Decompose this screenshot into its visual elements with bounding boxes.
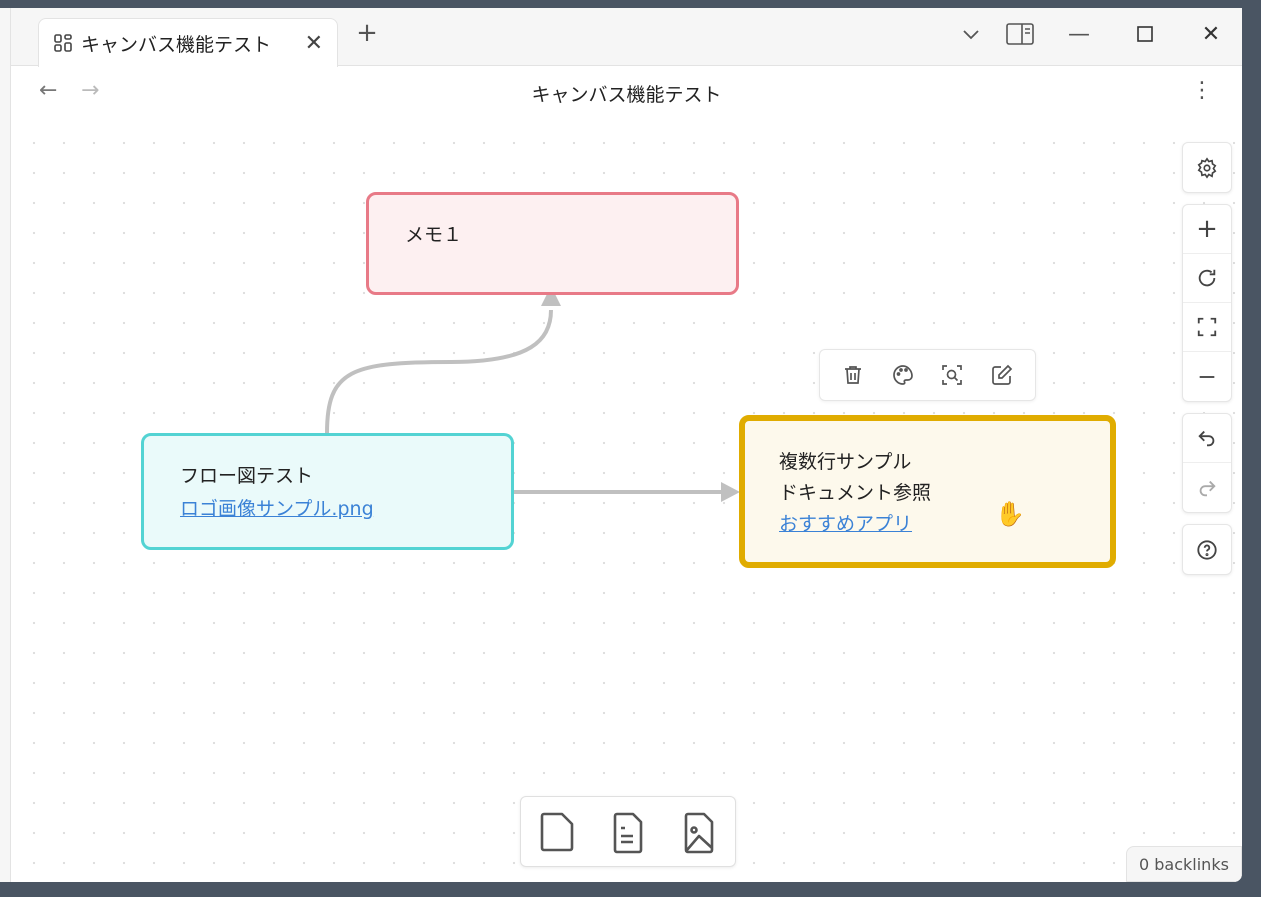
tab-title: キャンバス機能テスト — [81, 33, 272, 56]
tab-canvas[interactable]: キャンバス機能テスト ✕ — [38, 18, 338, 67]
zoom-in-icon[interactable]: + — [1183, 205, 1231, 254]
trash-icon[interactable] — [841, 363, 865, 387]
add-card-toolbar — [520, 796, 736, 867]
view-header: ← → キャンバス機能テスト ⋮ — [11, 66, 1242, 120]
toggle-sidebar-icon[interactable] — [1004, 22, 1036, 46]
tab-list-chevron-down-icon[interactable] — [955, 22, 987, 46]
node-text-line: 複数行サンプル — [779, 451, 912, 473]
help-group — [1182, 524, 1232, 575]
edge-arrowhead — [541, 286, 561, 306]
redo-icon[interactable] — [1183, 463, 1231, 512]
more-options-icon[interactable]: ⋮ — [1191, 78, 1213, 103]
blank-card-icon[interactable] — [536, 810, 578, 854]
hand-cursor-icon: ✋ — [995, 500, 1025, 528]
new-tab-button[interactable]: + — [356, 18, 378, 48]
node-link[interactable]: ロゴ画像サンプル.png — [180, 498, 374, 520]
history-controls — [1182, 413, 1232, 513]
reset-zoom-icon[interactable] — [1183, 254, 1231, 303]
media-file-icon[interactable] — [678, 810, 720, 854]
help-icon[interactable] — [1183, 525, 1231, 574]
backlinks-status[interactable]: 0 backlinks — [1126, 846, 1242, 882]
app-window: キャンバス機能テスト ✕ + — ✕ ← → キャンバス機能テスト ⋮ メモ１ … — [0, 8, 1242, 882]
palette-icon[interactable] — [891, 363, 915, 387]
zoom-to-selection-icon[interactable] — [940, 363, 964, 387]
zoom-to-fit-icon[interactable] — [1183, 303, 1231, 352]
canvas-node-multiline[interactable]: 複数行サンプル ドキュメント参照 おすすめアプリ ✋ — [739, 415, 1116, 568]
forward-arrow-icon[interactable]: → — [81, 78, 100, 103]
canvas-grid-icon — [53, 33, 73, 53]
zoom-out-icon[interactable] — [1183, 352, 1231, 401]
maximize-button[interactable] — [1129, 22, 1161, 46]
node-text-line: ドキュメント参照 — [779, 482, 932, 504]
node-toolbar — [819, 349, 1036, 401]
close-window-button[interactable]: ✕ — [1201, 22, 1221, 47]
back-arrow-icon[interactable]: ← — [39, 78, 58, 103]
undo-icon[interactable] — [1183, 414, 1231, 463]
node-link[interactable]: おすすめアプリ — [779, 513, 913, 535]
canvas-edges — [325, 286, 740, 502]
zoom-controls: + — [1182, 204, 1232, 402]
settings-gear-icon[interactable] — [1183, 143, 1231, 192]
edge-flow-to-memo — [325, 309, 553, 434]
node-text: フロー図テスト — [180, 465, 314, 487]
page-title: キャンバス機能テスト — [531, 84, 722, 106]
canvas-node-flow[interactable]: フロー図テスト ロゴ画像サンプル.png — [141, 433, 514, 550]
canvas-node-memo[interactable]: メモ１ — [366, 192, 739, 295]
minimize-button[interactable]: — — [1068, 22, 1090, 47]
canvas-area[interactable]: メモ１ フロー図テスト ロゴ画像サンプル.png 複数行サンプル ドキュメント参… — [11, 120, 1242, 882]
note-file-icon[interactable] — [607, 810, 649, 854]
node-text: メモ１ — [405, 224, 463, 246]
close-tab-icon[interactable]: ✕ — [304, 30, 323, 56]
canvas-settings-group — [1182, 142, 1232, 193]
edge-arrowhead — [721, 482, 740, 502]
edit-icon[interactable] — [990, 363, 1014, 387]
tab-bar: キャンバス機能テスト ✕ + — ✕ — [11, 8, 1242, 67]
left-sidebar-edge — [0, 8, 11, 882]
